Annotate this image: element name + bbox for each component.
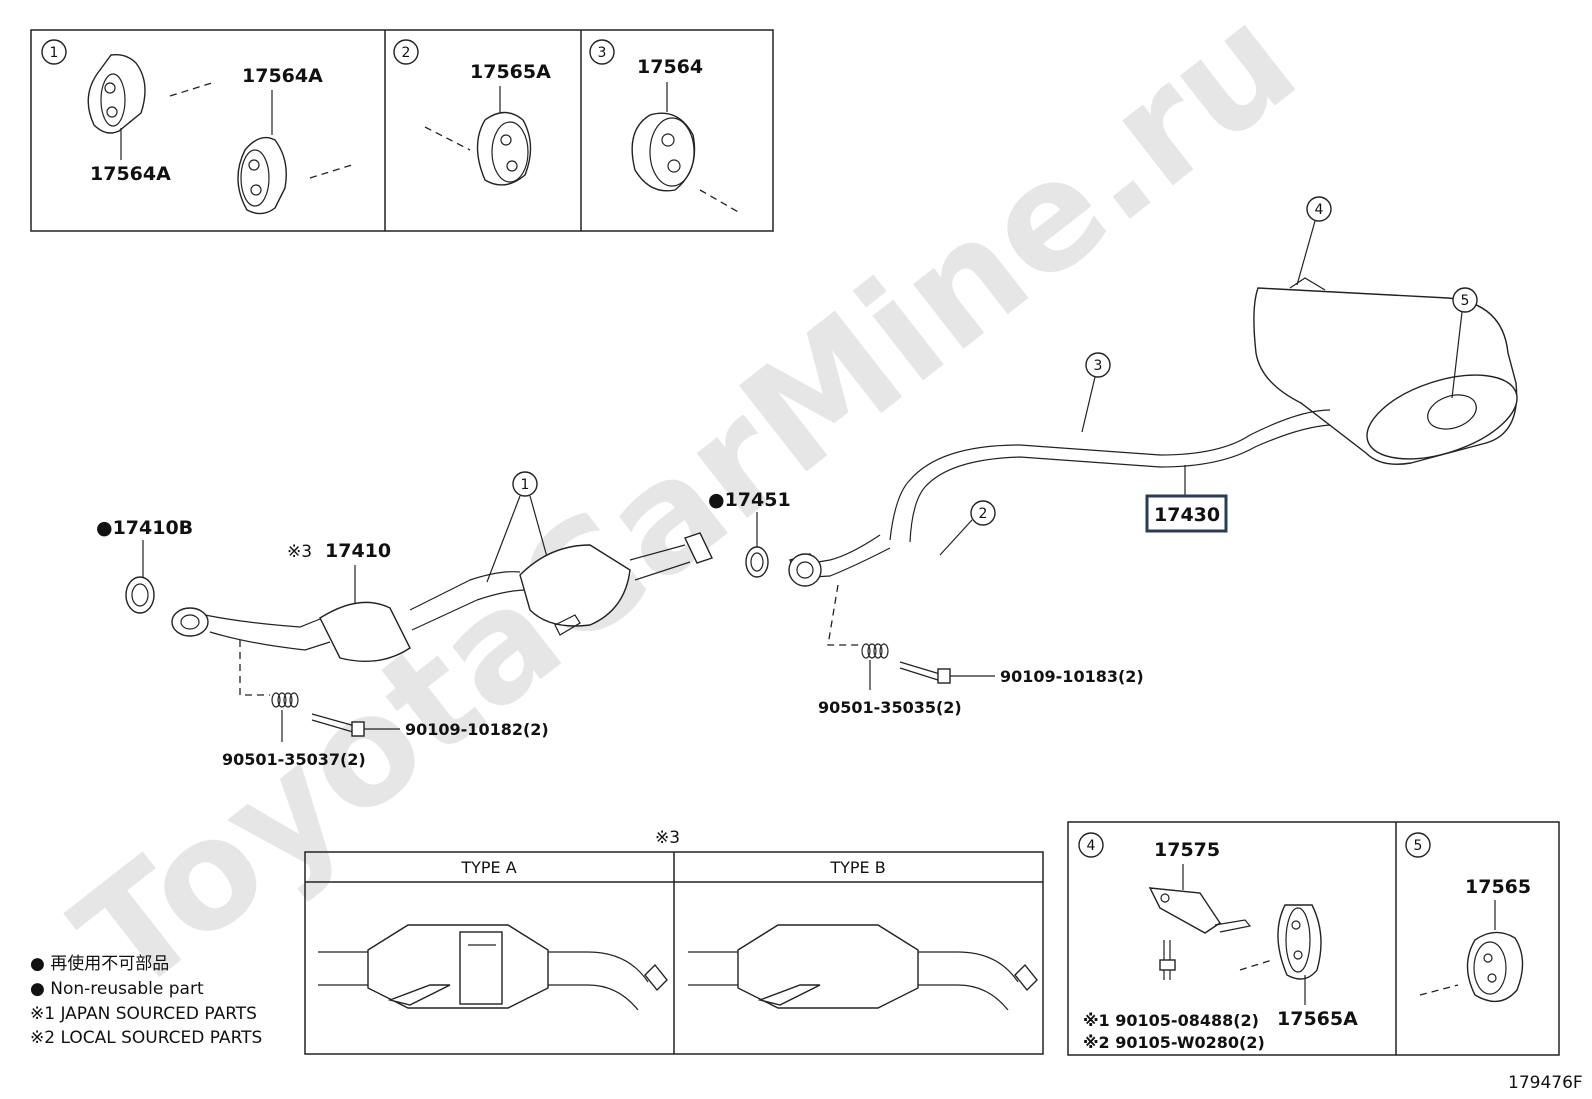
type-b-converter xyxy=(688,924,1038,1011)
types-note: ※3 xyxy=(655,828,680,848)
svg-text:4: 4 xyxy=(1315,202,1324,218)
inset-panel-2: 2 17565A xyxy=(393,39,551,186)
legend-non-reusable: ● Non-reusable part xyxy=(30,979,204,999)
part-90105-08488-label: ※1 90105-08488(2) xyxy=(1083,1011,1259,1030)
inset-panel-5: 5 17565 xyxy=(1405,832,1531,1003)
inset-panel-3: 3 17564 xyxy=(589,39,741,214)
rubber-hanger-icon xyxy=(631,112,696,192)
rubber-hanger-icon xyxy=(1466,931,1524,1003)
svg-text:17430: 17430 xyxy=(1154,504,1220,526)
legend-local-sourced: ※2 LOCAL SOURCED PARTS xyxy=(30,1028,262,1048)
legend: ● 再使用不可部品 ● Non-reusable part ※1 JAPAN S… xyxy=(30,953,262,1048)
svg-text:3: 3 xyxy=(1094,358,1103,374)
types-panel: ※3 TYPE A TYPE B xyxy=(304,828,1044,1055)
inset-2-number: 2 xyxy=(402,45,411,61)
rear-fasteners: 90501-35035(2) 90109-10183(2) xyxy=(818,584,1144,717)
svg-text:●17451: ●17451 xyxy=(708,489,791,511)
type-a-converter xyxy=(318,924,668,1011)
svg-text:5: 5 xyxy=(1461,293,1470,309)
svg-text:※3: ※3 xyxy=(287,542,312,562)
spring-icon xyxy=(271,692,299,708)
svg-text:●17410B: ●17410B xyxy=(96,517,193,539)
top-insets: 1 17564A 17564A 2 17565A xyxy=(30,29,774,232)
rubber-hanger-icon xyxy=(476,111,532,186)
svg-text:1: 1 xyxy=(521,477,530,493)
gasket-17451: ●17451 xyxy=(708,489,791,578)
catalytic-converter-front xyxy=(319,601,411,663)
part-90109-10182-label: 90109-10182(2) xyxy=(405,720,549,739)
rubber-hanger-icon xyxy=(87,53,146,134)
part-90105-W0280-label: ※2 90105-W0280(2) xyxy=(1083,1033,1265,1052)
bracket-icon xyxy=(1148,887,1252,934)
rubber-hanger-icon xyxy=(237,136,287,215)
callout-4: 4 xyxy=(1296,196,1332,286)
svg-text:17410: 17410 xyxy=(325,540,391,562)
part-17430-label: 17430 xyxy=(1145,465,1228,533)
inset-3-number: 3 xyxy=(598,45,607,61)
part-17564A-lower-label: 17564A xyxy=(90,163,171,185)
part-17565-label: 17565 xyxy=(1465,876,1531,898)
type-a-label: TYPE A xyxy=(460,858,516,877)
part-90109-10183-label: 90109-10183(2) xyxy=(1000,667,1144,686)
legend-non-reusable-jp: ● 再使用不可部品 xyxy=(30,953,169,974)
bolt-icon xyxy=(1159,940,1176,980)
callout-5: 5 xyxy=(1451,287,1478,399)
callout-2: 2 xyxy=(939,500,996,556)
catalytic-converter-rear xyxy=(519,544,631,627)
part-90501-35035-label: 90501-35035(2) xyxy=(818,698,962,717)
inset-1-number: 1 xyxy=(50,45,59,61)
part-17564A-upper-label: 17564A xyxy=(242,65,323,87)
part-17565A-label: 17565A xyxy=(470,61,551,83)
bolt-icon xyxy=(899,661,951,684)
figure-id: 179476F xyxy=(1508,1073,1583,1093)
spring-icon xyxy=(861,643,889,659)
svg-text:4: 4 xyxy=(1087,838,1096,854)
part-17575-label: 17575 xyxy=(1154,839,1220,861)
bottom-insets: 4 17575 ※1 90105-08488(2) ※2 90105-W02 xyxy=(1067,821,1560,1056)
svg-text:5: 5 xyxy=(1414,838,1423,854)
gasket-17410B: ●17410B xyxy=(96,517,193,614)
rubber-hanger-icon xyxy=(1277,904,1322,980)
type-b-label: TYPE B xyxy=(829,858,885,877)
inset-panel-4: 4 17575 ※1 90105-08488(2) ※2 90105-W02 xyxy=(1078,832,1358,1052)
front-flange xyxy=(171,607,209,637)
part-17565A-bottom-label: 17565A xyxy=(1277,1008,1358,1030)
muffler-assembly xyxy=(788,277,1518,587)
front-fasteners: 90501-35037(2) 90109-10182(2) xyxy=(222,640,549,769)
front-pipe-17410: ※3 17410 xyxy=(171,532,713,663)
part-90501-35037-label: 90501-35037(2) xyxy=(222,750,366,769)
rear-flange xyxy=(788,553,822,587)
inset-panel-1: 1 17564A 17564A xyxy=(41,39,356,215)
top-inset-frame xyxy=(30,29,774,232)
part-17564-label: 17564 xyxy=(637,56,703,78)
callout-3: 3 xyxy=(1081,352,1111,433)
svg-text:2: 2 xyxy=(979,506,988,522)
legend-japan-sourced: ※1 JAPAN SOURCED PARTS xyxy=(30,1004,257,1024)
